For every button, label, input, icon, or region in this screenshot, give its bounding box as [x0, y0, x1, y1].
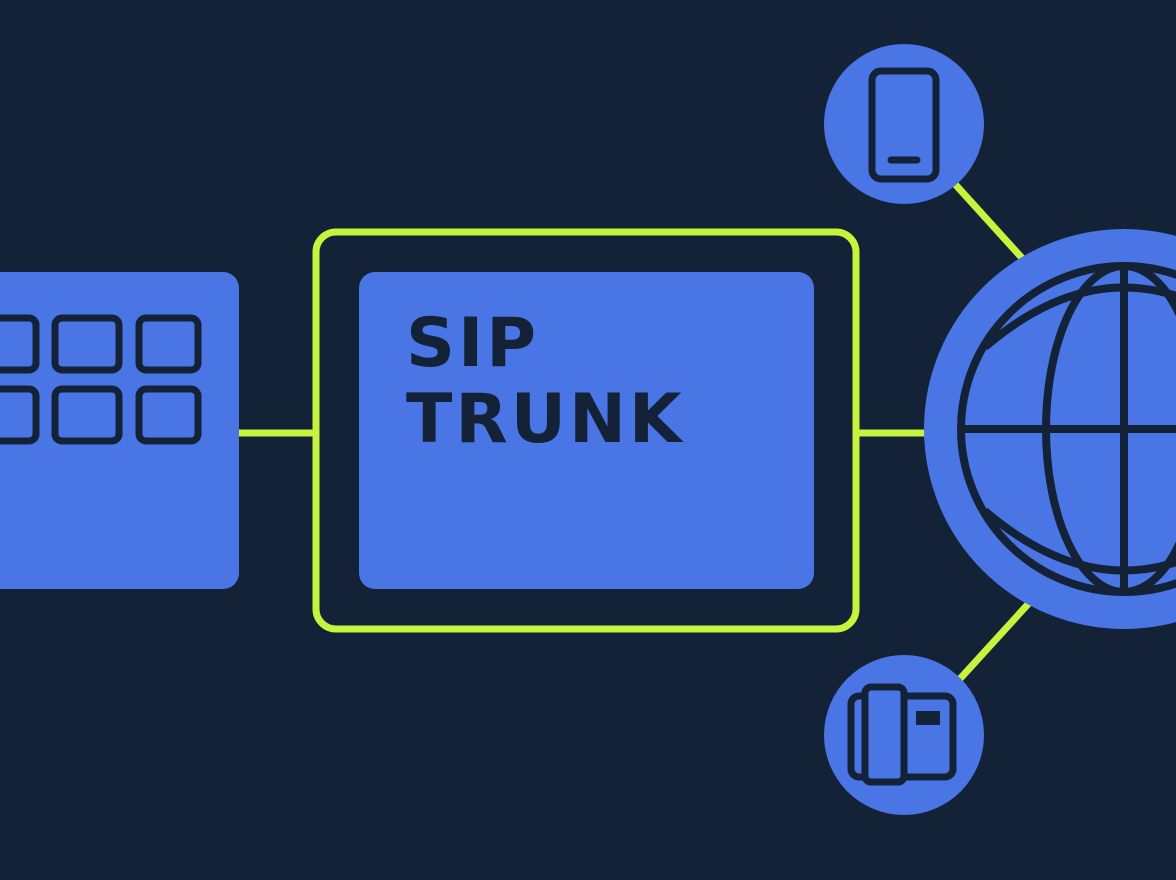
connectors — [234, 179, 1034, 685]
mobile-node-circle — [824, 44, 984, 204]
deskphone-node — [824, 655, 984, 815]
sip-trunk-node — [312, 228, 860, 633]
pbx-node — [0, 272, 239, 589]
mobile-phone-icon — [868, 67, 940, 183]
internet-node — [924, 229, 1176, 629]
sip-trunk-label-line1: SIP — [406, 304, 540, 383]
connector-mobile-to-globe — [950, 179, 1026, 262]
sip-trunk-label-line2: TRUNK — [406, 380, 685, 459]
desk-phone-icon — [847, 683, 957, 786]
globe-icon — [957, 262, 1176, 596]
sip-trunk-box — [359, 272, 814, 589]
sip-trunk-label: SIP TRUNK — [406, 306, 685, 458]
connector-deskphone-to-globe — [954, 598, 1034, 685]
mobile-node — [824, 44, 984, 204]
keypad-grid-icon — [0, 314, 202, 445]
